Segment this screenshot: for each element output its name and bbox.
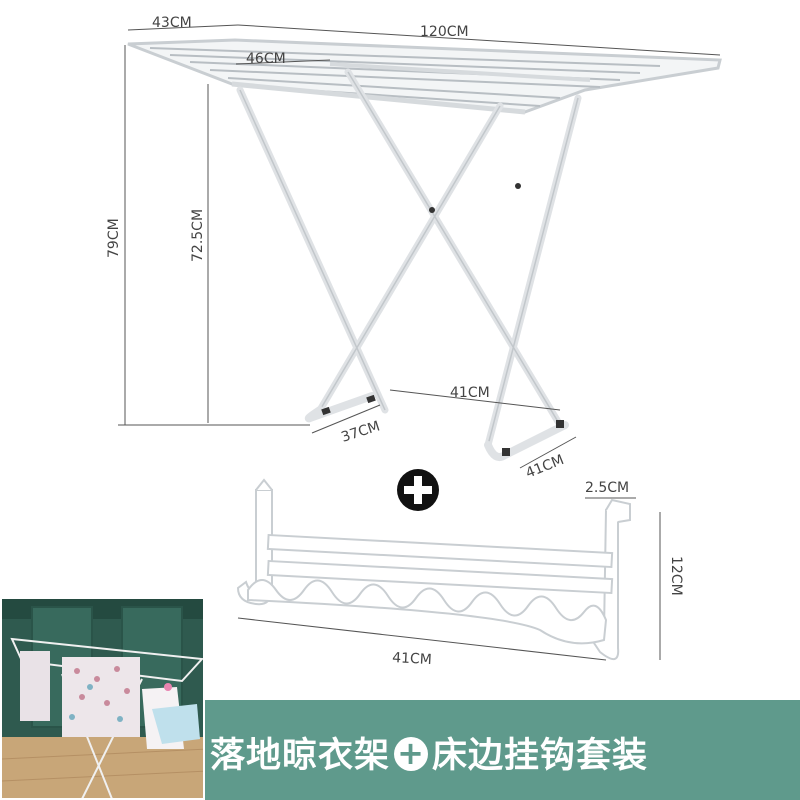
dim-hook-length: 41CM [392, 650, 432, 668]
dim-inner-width: 46CM [246, 51, 286, 67]
dim-foot-width-left: 37CM [339, 418, 382, 445]
rack-top-frame [127, 38, 722, 115]
dim-hook-depth: 2.5CM [585, 480, 629, 496]
banner-product: 落地晾衣架 [210, 736, 391, 776]
dim-total-length: 120CM [420, 24, 469, 40]
promo-banner [205, 700, 800, 800]
dim-base-length: 41CM [450, 385, 490, 401]
dim-hook-height: 12CM [668, 556, 684, 596]
dimension-lines [118, 24, 721, 661]
over-door-hook [236, 478, 631, 660]
dim-rail-height: 72.5CM [190, 209, 206, 262]
banner-plus-icon: + [394, 737, 429, 771]
dim-total-height: 79CM [106, 218, 122, 258]
lifestyle-photo [0, 597, 205, 800]
plus-icon [397, 469, 439, 511]
banner-title: 落地晾衣架+床边挂钩套装 [210, 727, 648, 778]
rack-feet [304, 392, 569, 461]
dim-top-width: 43CM [152, 15, 192, 31]
banner-addon: 床边挂钩套装 [432, 736, 649, 776]
dim-foot-width-right: 41CM [524, 452, 567, 482]
